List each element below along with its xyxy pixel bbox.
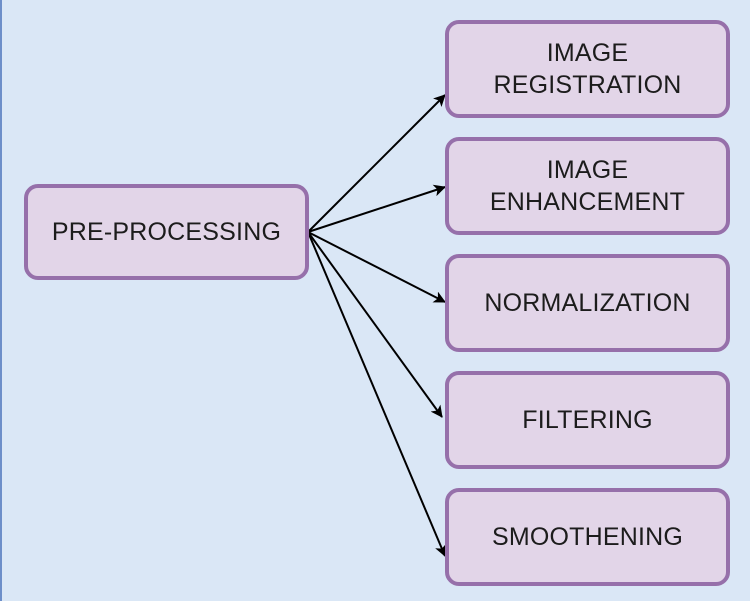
arrow-to-filtering — [307, 231, 443, 418]
arrow-to-smoothening — [307, 231, 447, 557]
smoothening-node: SMOOTHENING — [445, 488, 730, 586]
pre-processing-text: PRE-PROCESSING — [52, 216, 281, 248]
pre-processing-node: PRE-PROCESSING — [24, 184, 309, 280]
image-enhancement-label-line1: IMAGE — [546, 156, 629, 184]
image-enhancement-node: IMAGE ENHANCEMENT — [445, 137, 730, 235]
normalization-node: NORMALIZATION — [445, 254, 730, 352]
image-registration-node: IMAGE REGISTRATION — [445, 20, 730, 118]
arrow-to-image-enhancement — [307, 184, 446, 233]
image-enhancement-text: IMAGE ENHANCEMENT — [490, 154, 685, 218]
arrow-to-normalization — [307, 231, 446, 303]
image-registration-label-line1: IMAGE — [546, 39, 629, 67]
smoothening-label: SMOOTHENING — [491, 523, 684, 551]
normalization-text: NORMALIZATION — [484, 287, 690, 319]
smoothening-text: SMOOTHENING — [492, 521, 683, 553]
filtering-node: FILTERING — [445, 371, 730, 469]
image-registration-text: IMAGE REGISTRATION — [493, 37, 681, 101]
filtering-label: FILTERING — [522, 406, 653, 434]
image-registration-label-line2: REGISTRATION — [493, 71, 682, 99]
normalization-label: NORMALIZATION — [484, 289, 691, 317]
image-enhancement-label-line2: ENHANCEMENT — [489, 188, 686, 216]
arrow-to-image-registration — [307, 94, 446, 233]
filtering-text: FILTERING — [522, 404, 653, 436]
pre-processing-label: PRE-PROCESSING — [51, 218, 282, 246]
